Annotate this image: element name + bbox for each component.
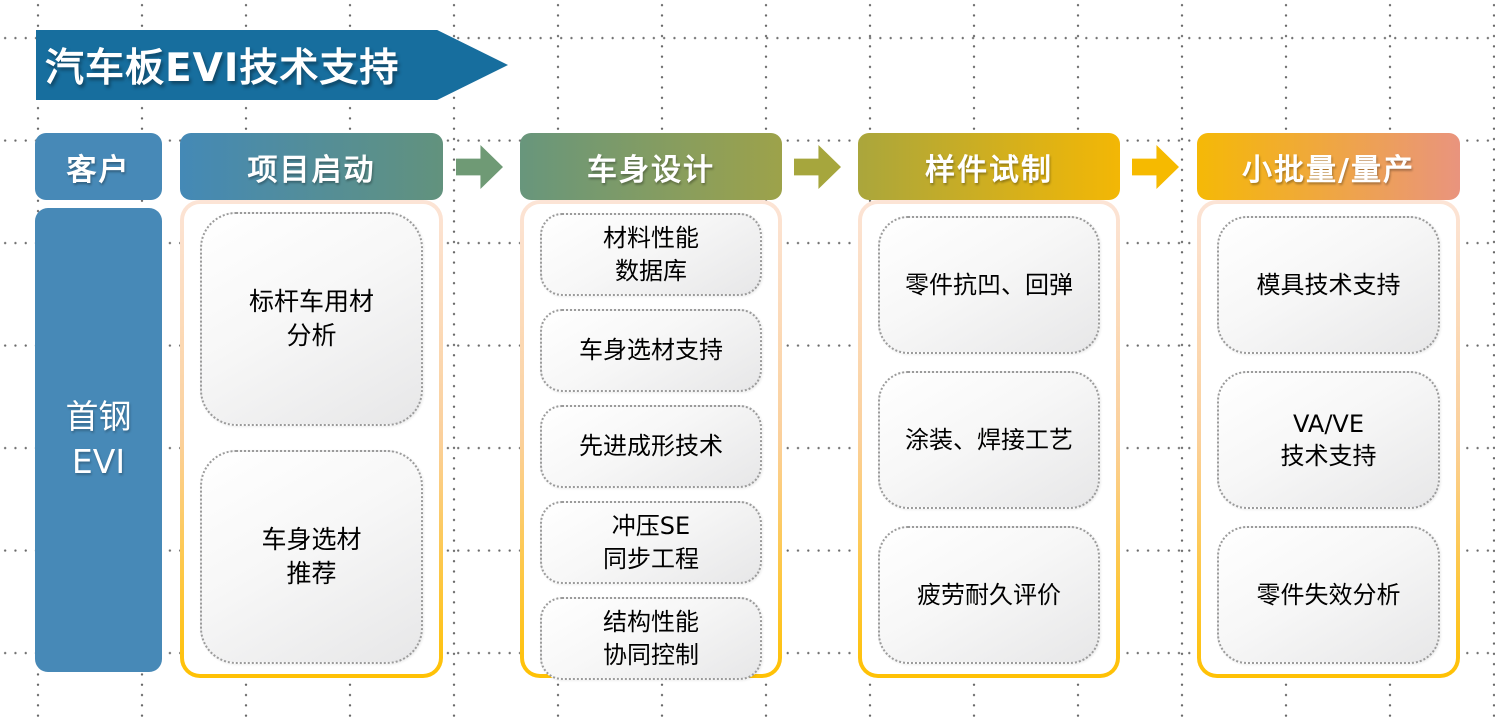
stage-container-project-start: 标杆车用材 分析 车身选材 推荐 xyxy=(180,200,443,678)
process-item: 冲压SE 同步工程 xyxy=(540,501,762,584)
stage-header-project-start: 项目启动 xyxy=(180,133,443,200)
process-item: 车身选材支持 xyxy=(540,309,762,392)
page-title: 汽车板EVI技术支持 xyxy=(45,46,400,91)
process-item: 结构性能 协同控制 xyxy=(540,597,762,680)
process-item: 材料性能 数据库 xyxy=(540,213,762,296)
process-item: VA/VE 技术支持 xyxy=(1217,371,1440,509)
process-item: 先进成形技术 xyxy=(540,405,762,488)
customer-body: 首钢 EVI xyxy=(35,208,162,672)
stage-container-sample-trial: 零件抗凹、回弹 涂装、焊接工艺 疲劳耐久评价 xyxy=(858,200,1120,678)
stage-header-body-design: 车身设计 xyxy=(520,133,782,200)
process-item: 零件失效分析 xyxy=(1217,526,1440,664)
title-banner: 汽车板EVI技术支持 xyxy=(36,30,508,100)
stage-header-sample-trial: 样件试制 xyxy=(858,133,1120,200)
process-item: 零件抗凹、回弹 xyxy=(878,216,1100,354)
process-item: 疲劳耐久评价 xyxy=(878,526,1100,664)
process-item: 涂装、焊接工艺 xyxy=(878,371,1100,509)
customer-header: 客户 xyxy=(35,133,162,200)
process-item: 车身选材 推荐 xyxy=(200,450,423,664)
process-item: 标杆车用材 分析 xyxy=(200,212,423,426)
stage-header-mass-production: 小批量/量产 xyxy=(1197,133,1460,200)
stage-container-body-design: 材料性能 数据库 车身选材支持 先进成形技术 冲压SE 同步工程 结构性能 协同… xyxy=(520,200,782,680)
stage-container-mass-production: 模具技术支持 VA/VE 技术支持 零件失效分析 xyxy=(1197,200,1460,678)
process-item: 模具技术支持 xyxy=(1217,216,1440,354)
